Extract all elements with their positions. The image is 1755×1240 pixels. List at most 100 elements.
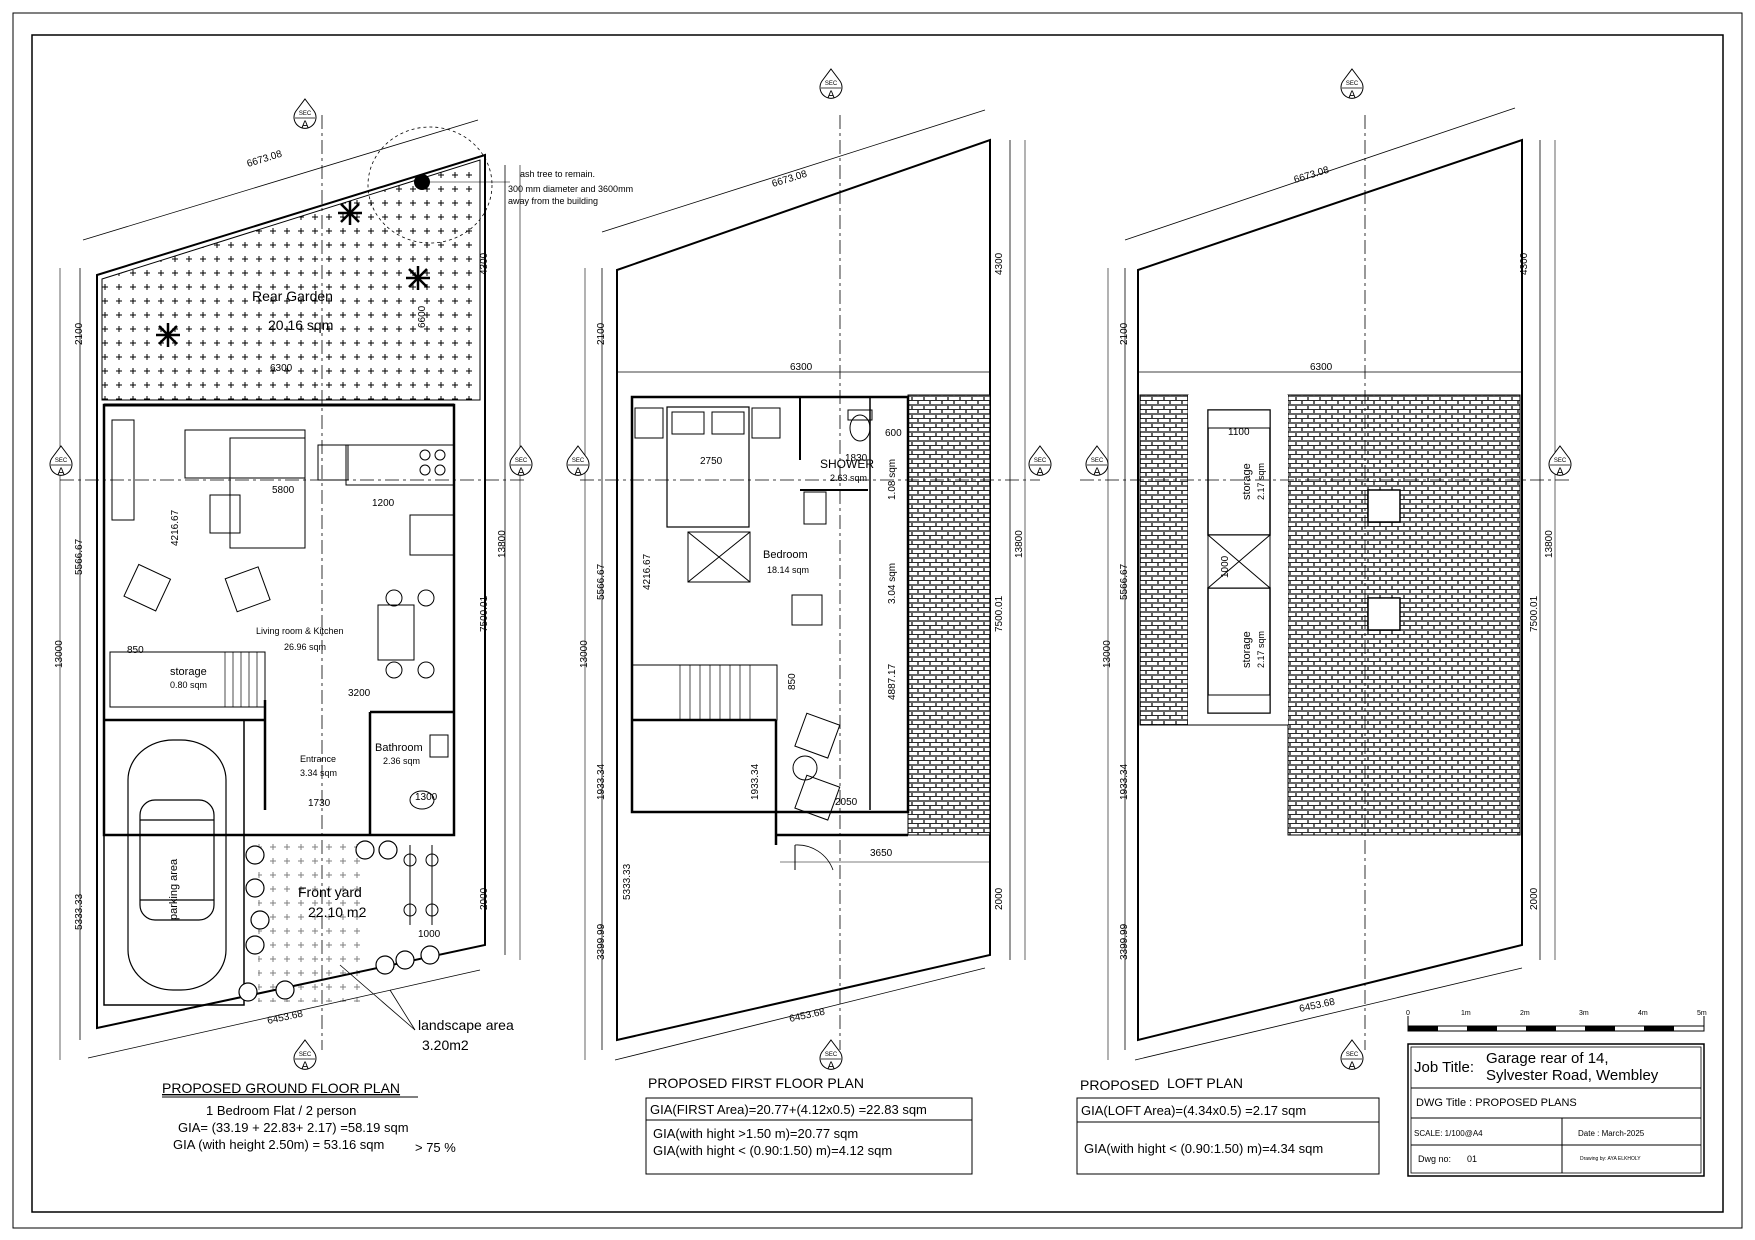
loft-roof-tiles-main [1287, 394, 1521, 836]
job-title-label: Job Title: [1414, 1059, 1474, 1076]
tree-note-line1: ash tree to remain. [520, 169, 595, 179]
fdim-2050: 2050 [835, 797, 858, 808]
loft-storage-top-area: 2.17 sqm [1256, 463, 1266, 500]
dim-3200: 3200 [348, 688, 371, 699]
ground-note-line3: GIA (with height 2.50m) = 53.16 sqm [173, 1137, 384, 1152]
bathroom-label: Bathroom [375, 742, 423, 754]
dim-5800: 5800 [272, 485, 295, 496]
landscape-area: 3.20m2 [422, 1037, 469, 1053]
tree-note-line2: 300 mm diameter and 3600mm [508, 184, 633, 194]
fdim-4887: 4887.17 [887, 663, 898, 700]
dim-6600: 6600 [417, 305, 428, 328]
rear-garden-hatch [101, 159, 481, 401]
ldim-5566: 5566.67 [1119, 563, 1130, 600]
section-marker-top: SEC [1091, 458, 1104, 464]
rear-garden-label: Rear Garden [252, 288, 333, 304]
ldim-6673: 6673.08 [1293, 165, 1331, 186]
first-building [630, 395, 910, 814]
ground-note-line1: 1 Bedroom Flat / 2 person [206, 1103, 356, 1118]
fdim-13000: 13000 [579, 640, 590, 668]
bedroom-label: Bedroom [763, 549, 808, 561]
dim-7500: 7500.01 [479, 595, 490, 632]
ldim-4300: 4300 [1519, 252, 1530, 275]
fdim-13800: 13800 [1014, 530, 1025, 558]
section-markers: SECASECASECASECASECASECASECASECASECASECA… [49, 68, 1572, 1072]
ldim-2000: 2000 [1529, 887, 1540, 910]
fdim-1933-inner: 1933.34 [750, 763, 761, 800]
dim-6300: 6300 [270, 363, 293, 374]
fdim-3399: 3399.99 [596, 923, 607, 960]
bedroom-area: 18.14 sqm [767, 565, 809, 575]
section-marker-letter: A [301, 1060, 309, 1072]
job-title-line2: Sylvester Road, Wembley [1486, 1067, 1659, 1084]
section-marker-icon: SEC A [1548, 445, 1572, 478]
loft-plan-title-a: PROPOSED [1080, 1077, 1159, 1093]
dim-2100: 2100 [74, 322, 85, 345]
section-marker-letter: A [301, 119, 309, 131]
ldim-2100: 2100 [1119, 322, 1130, 345]
fdim-6453: 6453.68 [788, 1007, 826, 1025]
first-gia-box [645, 1097, 973, 1175]
section-marker-letter: A [574, 466, 582, 478]
inner-border [31, 34, 1724, 1213]
date-text: Date : March-2025 [1578, 1129, 1645, 1138]
section-marker-top: SEC [1346, 1052, 1359, 1058]
dwg-title: DWG Title : PROPOSED PLANS [1416, 1097, 1577, 1109]
bicycle-icons [403, 845, 439, 925]
fdim-108: 1.08 sqm [887, 459, 898, 500]
fdim-600: 600 [885, 428, 902, 439]
fdim-850: 850 [787, 673, 798, 690]
loft-plan-title-b: LOFT PLAN [1167, 1075, 1243, 1091]
first-floor-plan: Bedroom 18.14 sqm SHOWER 2.63 sqm 6673.0… [579, 109, 1040, 1175]
ash-tree-canopy [367, 126, 493, 244]
ground-note-line2: GIA= (33.19 + 22.83+ 2.17) =58.19 sqm [178, 1120, 409, 1135]
ash-tree-trunk [414, 174, 430, 190]
loft-gia-line1: GIA(LOFT Area)=(4.34x0.5) =2.17 sqm [1081, 1103, 1306, 1118]
dim-1730: 1730 [308, 798, 331, 809]
ldim-7500: 7500.01 [1529, 595, 1540, 632]
section-marker-letter: A [1348, 1060, 1356, 1072]
landscape-label: landscape area [418, 1017, 514, 1033]
ldim-1000: 1000 [1220, 555, 1231, 578]
section-marker-top: SEC [1554, 458, 1567, 464]
first-site-outline [616, 138, 991, 1042]
section-marker-top: SEC [572, 458, 585, 464]
first-gia-line2: GIA(with hight >1.50 m)=20.77 sqm [653, 1126, 858, 1141]
fdim-5566: 5566.67 [596, 563, 607, 600]
fdim-2000: 2000 [994, 887, 1005, 910]
front-yard-area: 22.10 m2 [308, 904, 367, 920]
ldim-6300: 6300 [1310, 362, 1333, 373]
scale-text: SCALE: 1/100@A4 [1414, 1129, 1483, 1138]
loft-storage-bottom-area: 2.17 sqm [1256, 631, 1266, 668]
first-gia-line3: GIA(with hight < (0.90:1.50) m)=4.12 sqm [653, 1143, 892, 1158]
section-marker-icon: SEC A [1340, 1039, 1364, 1072]
section-marker-letter: A [827, 89, 835, 101]
fdim-304: 3.04 sqm [887, 563, 898, 604]
dim-4300: 4300 [479, 252, 490, 275]
section-marker-top: SEC [825, 81, 838, 87]
section-marker-top: SEC [1034, 458, 1047, 464]
car-icon [127, 739, 227, 991]
loft-roof-tiles-left [1139, 394, 1189, 726]
ldim-1100: 1100 [1228, 427, 1250, 438]
rear-garden-area: 20.16 sqm [268, 317, 333, 333]
section-marker-letter: A [827, 1060, 835, 1072]
section-marker-letter: A [1556, 466, 1564, 478]
shower-label: SHOWER [820, 457, 874, 471]
dim-1000: 1000 [418, 929, 441, 940]
bed-icon [666, 406, 750, 528]
fdim-7500: 7500.01 [994, 595, 1005, 632]
section-marker-top: SEC [825, 1052, 838, 1058]
living-room-area: 26.96 sqm [284, 642, 326, 652]
tree-note-line3: away from the building [508, 196, 598, 206]
section-marker-icon: SEC A [819, 1039, 843, 1072]
dim-4216: 4216.67 [170, 509, 181, 546]
section-marker-letter: A [517, 466, 525, 478]
dwg-no-value: 01 [1467, 1154, 1477, 1164]
shower-area: 2.63 sqm [830, 473, 867, 483]
